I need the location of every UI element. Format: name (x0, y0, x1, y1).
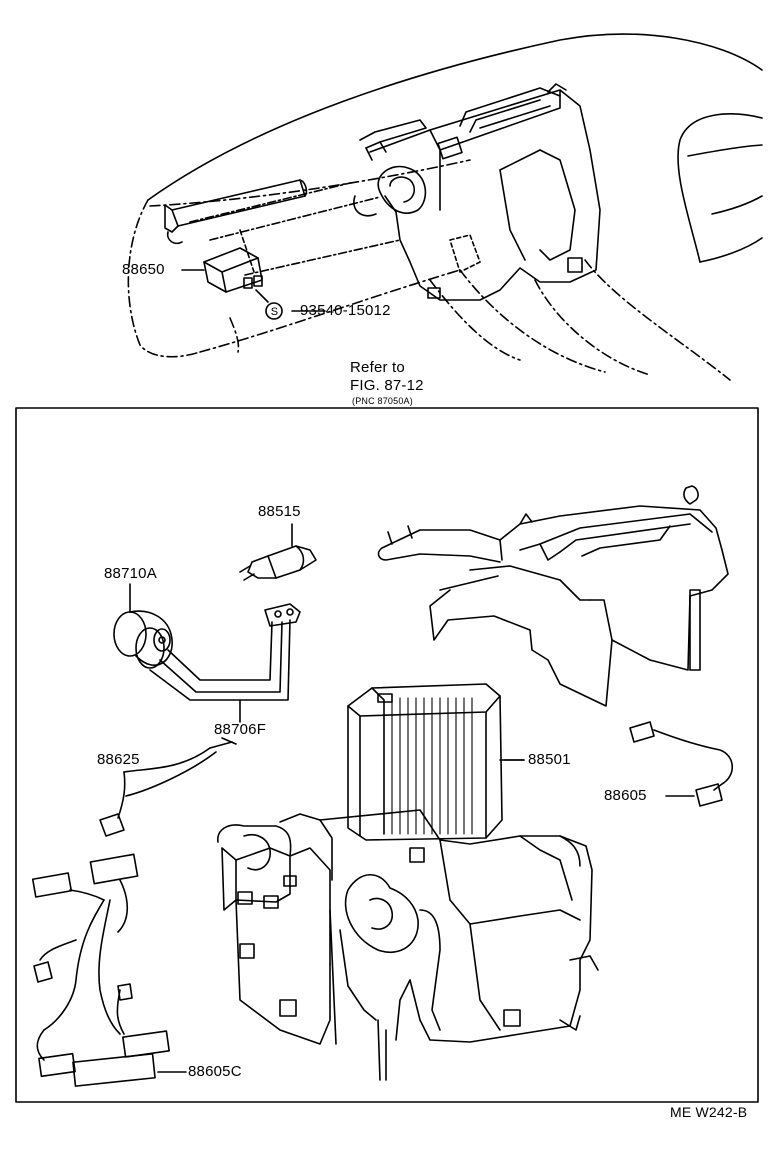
leader-screw (256, 290, 268, 302)
part-88605C (33, 854, 186, 1086)
part-88706F (150, 604, 300, 722)
callout-88515: 88515 (258, 503, 301, 520)
footer-code: ME W242-B (670, 1104, 748, 1120)
refer-fig-label: FIG. 87-12 (350, 377, 424, 394)
part-88710A (114, 584, 172, 668)
screw-symbol: S (270, 306, 279, 318)
bracket-88650 (204, 230, 262, 292)
callout-88625: 88625 (97, 751, 140, 768)
exploded-view-frame (16, 408, 758, 1102)
part-88625 (100, 738, 236, 836)
instrument-panel-outline (128, 34, 762, 380)
heater-duct-assembly (379, 486, 728, 706)
heater-unit-assembly (218, 810, 598, 1080)
part-88501 (348, 684, 524, 840)
callout-88706F: 88706F (214, 721, 267, 738)
callout-88605C: 88605C (188, 1063, 242, 1080)
callout-88605: 88605 (604, 787, 647, 804)
screw-symbol-circle (266, 303, 282, 319)
top-hvac-assembly (354, 84, 600, 300)
callout-88650: 88650 (122, 261, 165, 278)
callout-88710A: 88710A (104, 565, 157, 582)
callout-93540-15012: 93540-15012 (300, 302, 391, 319)
part-88515 (240, 524, 316, 580)
support-bar (165, 180, 400, 275)
refer-pnc-label: (PNC 87050A) (352, 396, 413, 406)
callout-88501: 88501 (528, 751, 571, 768)
refer-to-label: Refer to (350, 359, 405, 376)
part-88605 (630, 722, 732, 806)
